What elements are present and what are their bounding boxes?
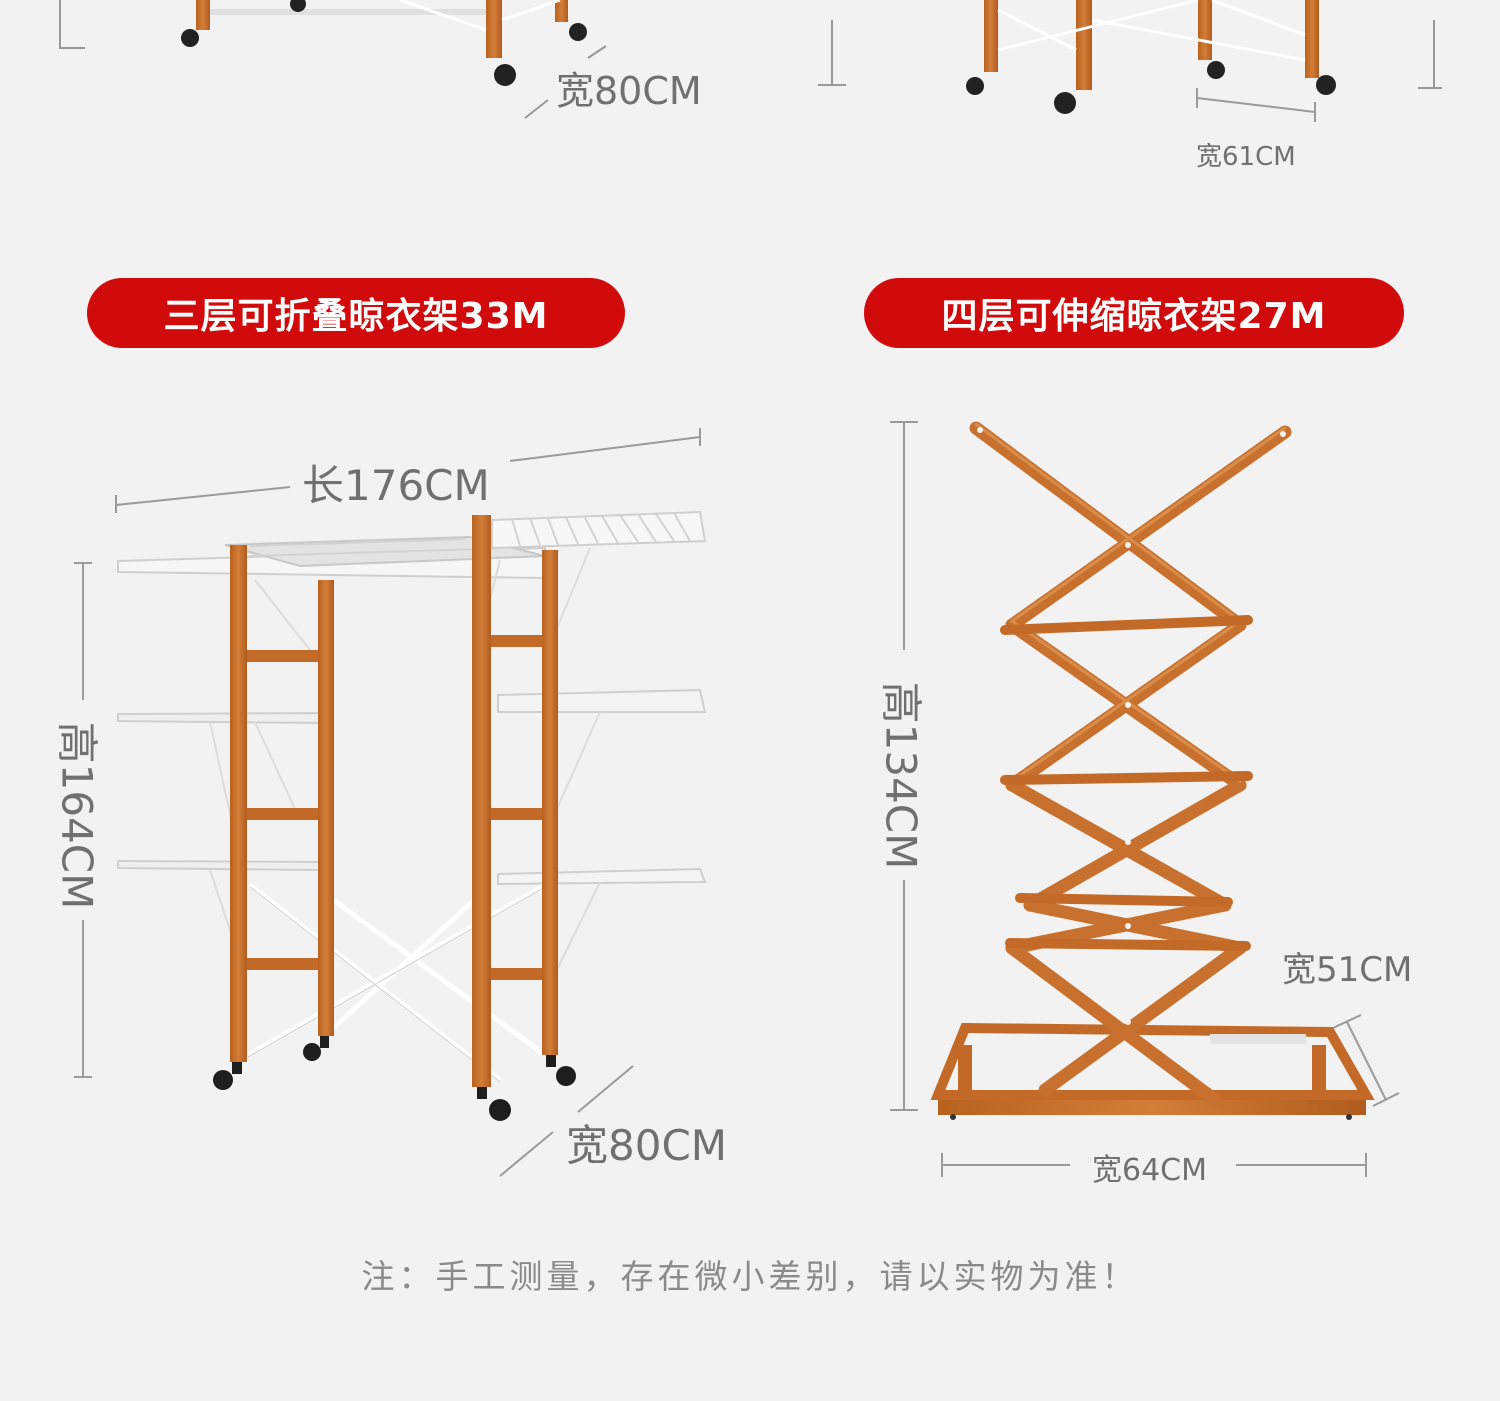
right-telescoping-rack <box>930 421 1375 1120</box>
right-product-title-badge: 四层可伸缩晾衣架27M <box>864 278 1404 348</box>
left-product-title-badge: 三层可折叠晾衣架33M <box>87 278 625 348</box>
left-folding-rack <box>117 510 707 1121</box>
top-left-width-label: 宽80CM <box>556 69 702 113</box>
top-left-rack-fragment <box>59 0 607 119</box>
left-length-label: 长176CM <box>302 461 490 510</box>
top-right-width-label: 宽61CM <box>1196 142 1296 172</box>
right-width-label: 宽64CM <box>1092 1153 1208 1188</box>
top-right-rack-fragment <box>818 0 1442 122</box>
left-height-label: 高164CM <box>52 721 102 910</box>
left-dimension-lines <box>74 428 701 1177</box>
left-width-label: 宽80CM <box>566 1121 728 1170</box>
right-depth-label: 宽51CM <box>1282 950 1413 990</box>
right-dimension-lines <box>890 421 1400 1177</box>
right-height-label: 高134CM <box>876 681 926 870</box>
footer-note: 注：手工测量，存在微小差别，请以实物为准！ <box>361 1257 1139 1296</box>
